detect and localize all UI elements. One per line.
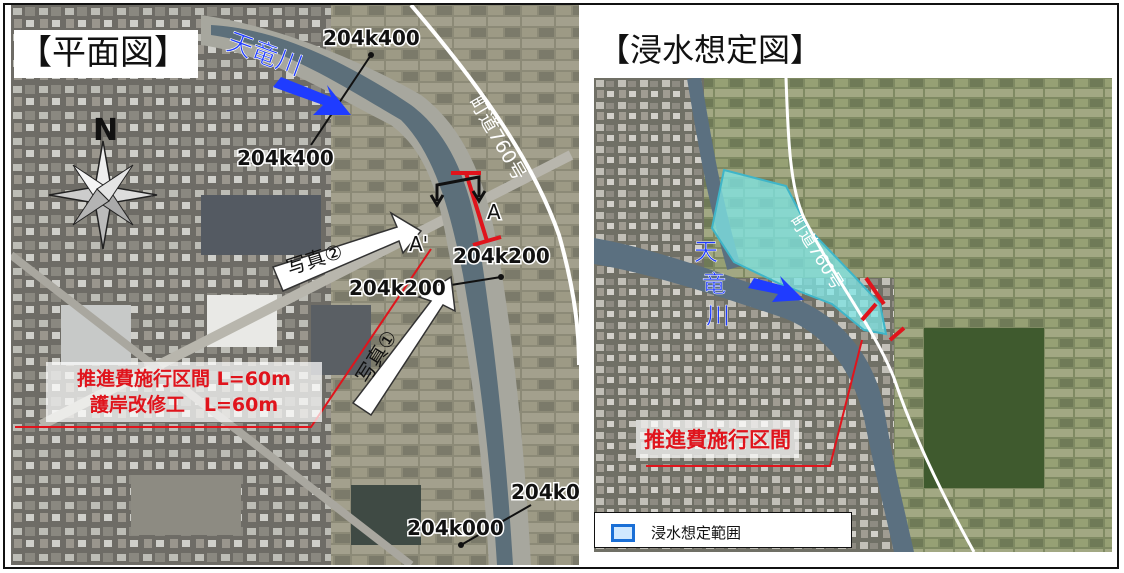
km-post-label: 204k0 [511, 480, 579, 504]
km-post-label: 204k400 [237, 146, 334, 170]
flood-map: 町道760号 天 竜 川 [594, 78, 1112, 552]
flood-area-swatch-icon [611, 524, 635, 542]
km-post-label: 204k000 [407, 516, 504, 540]
flood-map-title: 【浸水想定図】 [598, 31, 823, 69]
river-char: 川 [706, 302, 730, 330]
legend-label: 浸水想定範囲 [651, 524, 742, 542]
flow-arrow-icon [748, 276, 804, 302]
km-post-label: 204k200 [349, 276, 446, 300]
section-mark-a-prime: A' [409, 232, 428, 256]
river-char: 天 [694, 238, 718, 266]
section-mark-a: A [487, 200, 501, 224]
construction-section-label: 推進費施行区間 [636, 420, 799, 458]
construction-note: 推進費施行区間 L=60m 護岸改修工 L=60m [46, 362, 322, 422]
plan-view-canvas: N 天竜川 町道760号 204k400 204k400 204k200 204… [11, 5, 579, 565]
north-letter: N [93, 113, 118, 148]
note-line: 護岸改修工 L=60m [89, 394, 279, 416]
compass-rose-icon [48, 140, 158, 250]
flow-arrow-icon [273, 77, 351, 115]
km-post-label: 204k200 [453, 244, 550, 268]
river-char: 竜 [702, 270, 726, 298]
plan-view-title: 【平面図】 [14, 30, 198, 78]
plan-view-map: N 天竜川 町道760号 204k400 204k400 204k200 204… [11, 5, 579, 565]
flood-map-canvas: 町道760号 天 竜 川 [594, 78, 1112, 552]
map-legend: 浸水想定範囲 [594, 512, 852, 548]
km-post-label: 204k400 [323, 26, 420, 50]
note-line: 推進費施行区間 L=60m [77, 368, 291, 390]
